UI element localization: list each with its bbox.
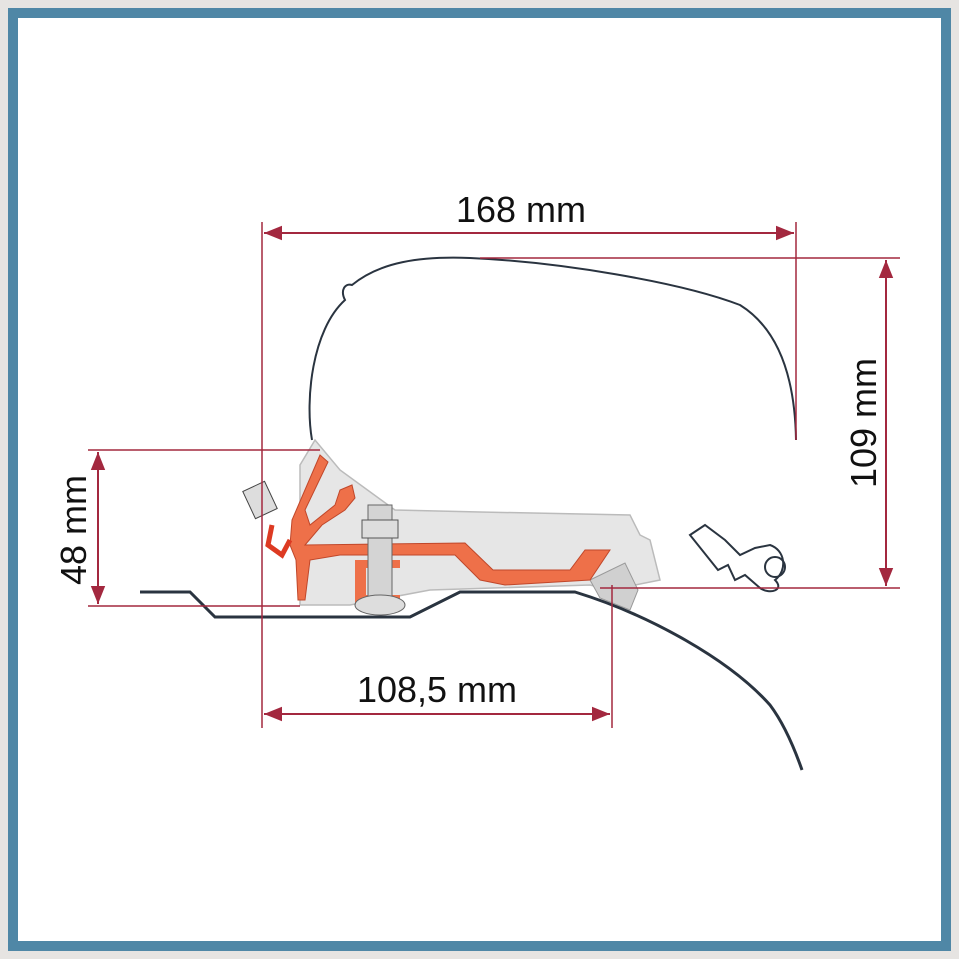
wedge-part (589, 562, 639, 611)
image-frame (8, 8, 951, 951)
label-48-mm: 48 mm (53, 475, 94, 585)
label-108-5-mm: 108,5 mm (357, 669, 517, 710)
vehicle-roof-line (140, 590, 804, 771)
dimension-lines (88, 222, 900, 728)
label-109-mm: 109 mm (843, 358, 884, 488)
awning-roller (764, 556, 786, 578)
label-168-mm: 168 mm (456, 189, 586, 230)
bolt (367, 504, 393, 599)
side-clamp (265, 524, 293, 559)
bolt-head (354, 594, 406, 616)
mounting-bracket (289, 454, 611, 601)
awning-cassette-outline (308, 256, 797, 441)
side-nut (242, 480, 278, 520)
nut (361, 519, 399, 539)
